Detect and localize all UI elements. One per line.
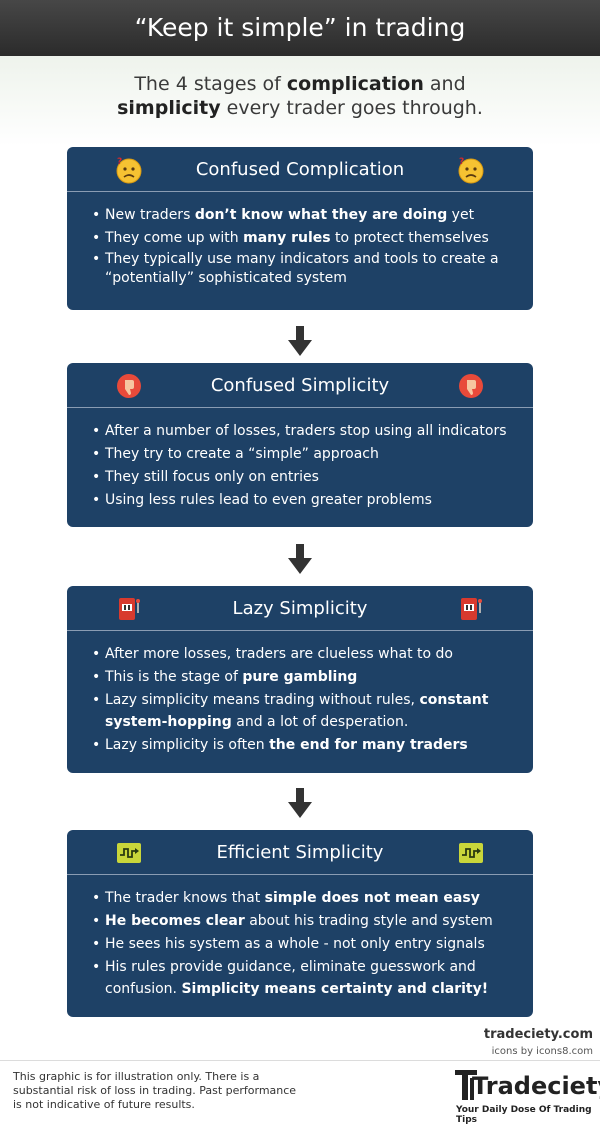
- footer: [0, 1060, 600, 1124]
- stage-body: After a number of losses, traders stop u…: [67, 408, 533, 511]
- stage-efficient-simplicity: Efficient Simplicity The trader knows th…: [67, 830, 533, 1017]
- svg-text:?: ?: [459, 157, 464, 167]
- list-item: Lazy simplicity means trading without ru…: [92, 689, 523, 733]
- confused-face-icon: ?: [116, 157, 142, 184]
- down-arrow-icon: [288, 788, 312, 818]
- stage-lazy-simplicity: Lazy Simplicity After more losses, trade…: [67, 586, 533, 773]
- stage-confused-complication: ? Confused Complication ? New traders do…: [67, 147, 533, 310]
- stage-title: Efficient Simplicity: [216, 842, 384, 863]
- subtitle-part3: every trader goes through.: [220, 97, 483, 119]
- subtitle-part1: The 4 stages of: [134, 73, 287, 95]
- thumbs-down-icon: [459, 374, 483, 398]
- list-item: This is the stage of pure gambling: [92, 666, 523, 688]
- list-item: Lazy simplicity is often the end for man…: [92, 734, 523, 756]
- stage-header: ? Confused Complication ?: [67, 147, 533, 192]
- svg-text:?: ?: [117, 157, 122, 167]
- tradeciety-logo-icon: [455, 1070, 477, 1100]
- logo-text: Tradeciety: [472, 1072, 600, 1100]
- thumbs-down-icon: [117, 374, 141, 398]
- stage-body: After more losses, traders are clueless …: [67, 631, 533, 756]
- list-item: His rules provide guidance, eliminate gu…: [92, 956, 523, 1000]
- slot-machine-icon: [119, 598, 140, 620]
- disclaimer: This graphic is for illustration only. T…: [13, 1070, 297, 1111]
- down-arrow-icon: [288, 544, 312, 574]
- confused-face-icon: ?: [458, 157, 484, 184]
- list-item: They still focus only on entries: [92, 466, 523, 488]
- stage-body: The trader knows that simple does not me…: [67, 875, 533, 1000]
- page-title: “Keep it simple” in trading: [0, 0, 600, 56]
- stage-header: Efficient Simplicity: [67, 830, 533, 875]
- subtitle-bold2: simplicity: [117, 97, 221, 119]
- subtitle-part2: and: [423, 73, 466, 95]
- stage-confused-simplicity: Confused Simplicity After a number of lo…: [67, 363, 533, 527]
- signal-flow-icon: [117, 843, 141, 863]
- stage-header: Confused Simplicity: [67, 363, 533, 408]
- list-item: The trader knows that simple does not me…: [92, 887, 523, 909]
- icons-credit: icons by icons8.com: [491, 1046, 593, 1057]
- list-item: After a number of losses, traders stop u…: [92, 420, 523, 442]
- list-item: They typically use many indicators and t…: [92, 250, 523, 288]
- list-item: After more losses, traders are clueless …: [92, 643, 523, 665]
- list-item: Using less rules lead to even greater pr…: [92, 489, 523, 511]
- list-item: He sees his system as a whole - not only…: [92, 933, 523, 955]
- tagline: Your Daily Dose Of Trading Tips: [456, 1105, 592, 1124]
- stage-title: Lazy Simplicity: [232, 598, 368, 619]
- list-item: He becomes clear about his trading style…: [92, 910, 523, 932]
- stage-header: Lazy Simplicity: [67, 586, 533, 631]
- stage-title: Confused Simplicity: [210, 375, 390, 396]
- slot-machine-icon: [461, 598, 482, 620]
- stage-body: New traders don’t know what they are doi…: [67, 192, 533, 288]
- list-item: They try to create a “simple” approach: [92, 443, 523, 465]
- subtitle-bold1: complication: [286, 73, 424, 95]
- list-item: They come up with many rules to protect …: [92, 227, 523, 249]
- site-credit: tradeciety.com: [483, 1027, 593, 1042]
- stage-title: Confused Complication: [195, 159, 405, 180]
- list-item: New traders don’t know what they are doi…: [92, 204, 523, 226]
- subtitle: The 4 stages of complication and simplic…: [0, 72, 600, 120]
- signal-flow-icon: [459, 843, 483, 863]
- down-arrow-icon: [288, 326, 312, 356]
